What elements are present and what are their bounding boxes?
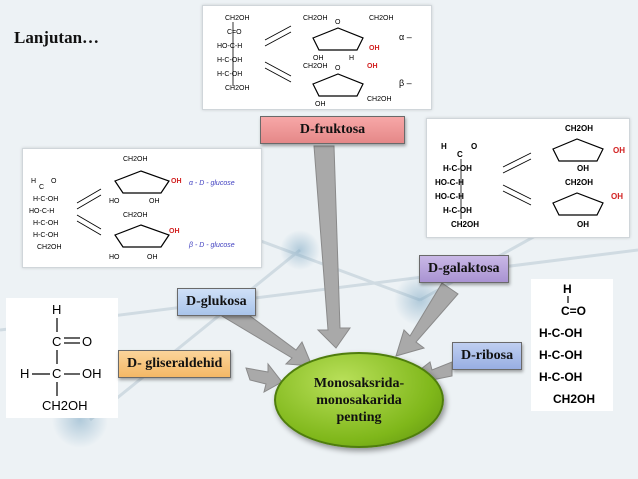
svg-text:OH: OH <box>369 45 380 52</box>
galaktosa-structure-image: H C O H-C-OH HO-C-H HO-C-H H-C-OH CH2OH … <box>426 118 630 238</box>
ribosa-structure-image: H C=O H-C-OH H-C-OH H-C-OH CH2OH <box>531 279 613 411</box>
glucose-beta-ring: CH2OH OH HO OH β - D - glucose <box>109 212 235 261</box>
svg-text:H-C-OH: H-C-OH <box>443 164 472 173</box>
equilibrium-arrows <box>76 188 102 236</box>
svg-text:OH: OH <box>147 254 158 261</box>
svg-text:CH2OH: CH2OH <box>123 156 148 163</box>
svg-text:OH: OH <box>171 178 182 185</box>
svg-text:CH2OH: CH2OH <box>451 220 479 229</box>
svg-text:O: O <box>471 142 477 151</box>
svg-text:H-C-OH: H-C-OH <box>33 232 58 239</box>
svg-text:C: C <box>39 184 44 191</box>
fruktose-alpha-ring: CH2OH O CH2OH OH OH H α – <box>303 15 412 62</box>
beta-glucose-label: β - D - glucose <box>188 242 235 249</box>
chain-atom: HO-C-H <box>217 43 242 50</box>
svg-text:CH2OH: CH2OH <box>553 392 595 406</box>
ribosa-label: D-ribosa <box>452 342 523 370</box>
svg-text:H-C-OH: H-C-OH <box>539 370 582 384</box>
svg-text:OH: OH <box>367 63 378 70</box>
svg-text:CH2OH: CH2OH <box>369 15 394 22</box>
svg-text:OH: OH <box>313 55 324 62</box>
svg-text:CH2OH: CH2OH <box>123 212 148 219</box>
svg-text:H-C-OH: H-C-OH <box>33 220 58 227</box>
galaktose-alpha-ring: CH2OH OH OH <box>552 124 625 173</box>
svg-text:CH2OH: CH2OH <box>367 96 392 103</box>
svg-text:HO: HO <box>109 254 120 261</box>
beta-label: β – <box>399 78 412 88</box>
svg-text:H: H <box>20 366 29 381</box>
svg-text:H-C-OH: H-C-OH <box>33 196 58 203</box>
svg-text:OH: OH <box>577 164 589 173</box>
alpha-glucose-label: α - D - glucose <box>189 180 235 187</box>
svg-text:CH2OH: CH2OH <box>37 244 62 251</box>
svg-text:OH: OH <box>315 101 326 108</box>
svg-text:H: H <box>441 142 447 151</box>
galaktose-beta-ring: CH2OH OH OH <box>552 178 623 229</box>
svg-text:CH2OH: CH2OH <box>565 124 593 133</box>
svg-text:O: O <box>335 65 341 72</box>
svg-text:HO: HO <box>109 198 120 205</box>
svg-text:C: C <box>457 150 463 159</box>
chain-atom: C=O <box>227 29 242 36</box>
svg-text:CH2OH: CH2OH <box>303 63 328 70</box>
svg-text:H-C-OH: H-C-OH <box>443 206 472 215</box>
glukosa-chain: H C O H-C-OH HO-C-H H-C-OH H-C-OH CH2OH <box>29 178 62 251</box>
svg-text:OH: OH <box>169 228 180 235</box>
svg-text:H: H <box>52 302 61 317</box>
svg-text:O: O <box>82 334 92 349</box>
fruktosa-structure-image: CH2OH C=O HO-C-H H-C-OH H-C-OH CH2OH CH2… <box>202 5 432 110</box>
hub-text: Monosaksrida-monosakarida penting <box>313 375 405 425</box>
svg-text:OH: OH <box>577 220 589 229</box>
svg-text:C: C <box>52 334 61 349</box>
arrow-galaktosa <box>395 282 459 357</box>
svg-text:OH: OH <box>82 366 102 381</box>
equilibrium-arrows <box>264 25 292 83</box>
glukosa-structure-image: H C O H-C-OH HO-C-H H-C-OH H-C-OH CH2OH … <box>22 148 262 268</box>
equilibrium-arrows <box>502 152 532 206</box>
svg-text:HO-C-H: HO-C-H <box>435 178 464 187</box>
chain-atom: CH2OH <box>225 85 250 92</box>
fruktosa-chain: CH2OH C=O HO-C-H H-C-OH H-C-OH CH2OH <box>217 15 250 92</box>
gliseraldehid-structure-image: H C O H C OH CH2OH <box>6 298 118 418</box>
glucose-alpha-ring: CH2OH OH HO OH α - D - glucose <box>109 156 235 205</box>
chain-atom: H-C-OH <box>217 71 242 78</box>
svg-text:H: H <box>31 178 36 185</box>
svg-text:CH2OH: CH2OH <box>42 398 88 413</box>
svg-text:H: H <box>563 282 572 296</box>
svg-text:H-C-OH: H-C-OH <box>539 326 582 340</box>
arrow-fruktosa <box>313 145 351 349</box>
svg-text:CH2OH: CH2OH <box>565 178 593 187</box>
arrow-gliseraldehid <box>245 362 283 393</box>
svg-text:CH2OH: CH2OH <box>303 15 328 22</box>
fruktosa-label: D-fruktosa <box>260 116 405 144</box>
galaktosa-label: D-galaktosa <box>419 255 509 283</box>
svg-text:H: H <box>349 55 354 62</box>
svg-text:O: O <box>51 178 57 185</box>
svg-text:OH: OH <box>149 198 160 205</box>
fruktose-beta-ring: CH2OH O OH CH2OH OH β – <box>303 63 412 108</box>
glukosa-label: D-glukosa <box>177 288 256 316</box>
galaktosa-chain: H C O H-C-OH HO-C-H HO-C-H H-C-OH CH2OH <box>435 142 479 229</box>
chain-atom: CH2OH <box>225 15 250 22</box>
svg-text:OH: OH <box>613 146 625 155</box>
svg-text:HO-C-H: HO-C-H <box>435 192 464 201</box>
monosakarida-hub: Monosaksrida-monosakarida penting <box>274 352 444 448</box>
svg-text:HO-C-H: HO-C-H <box>29 208 54 215</box>
page-title: Lanjutan… <box>14 28 100 47</box>
chain-atom: H-C-OH <box>217 57 242 64</box>
alpha-label: α – <box>399 32 412 42</box>
svg-text:C: C <box>52 366 61 381</box>
svg-text:OH: OH <box>611 192 623 201</box>
gliseraldehid-label: D- gliseraldehid <box>118 350 232 378</box>
svg-text:C=O: C=O <box>561 304 586 318</box>
svg-text:H-C-OH: H-C-OH <box>539 348 582 362</box>
svg-text:O: O <box>335 19 341 26</box>
